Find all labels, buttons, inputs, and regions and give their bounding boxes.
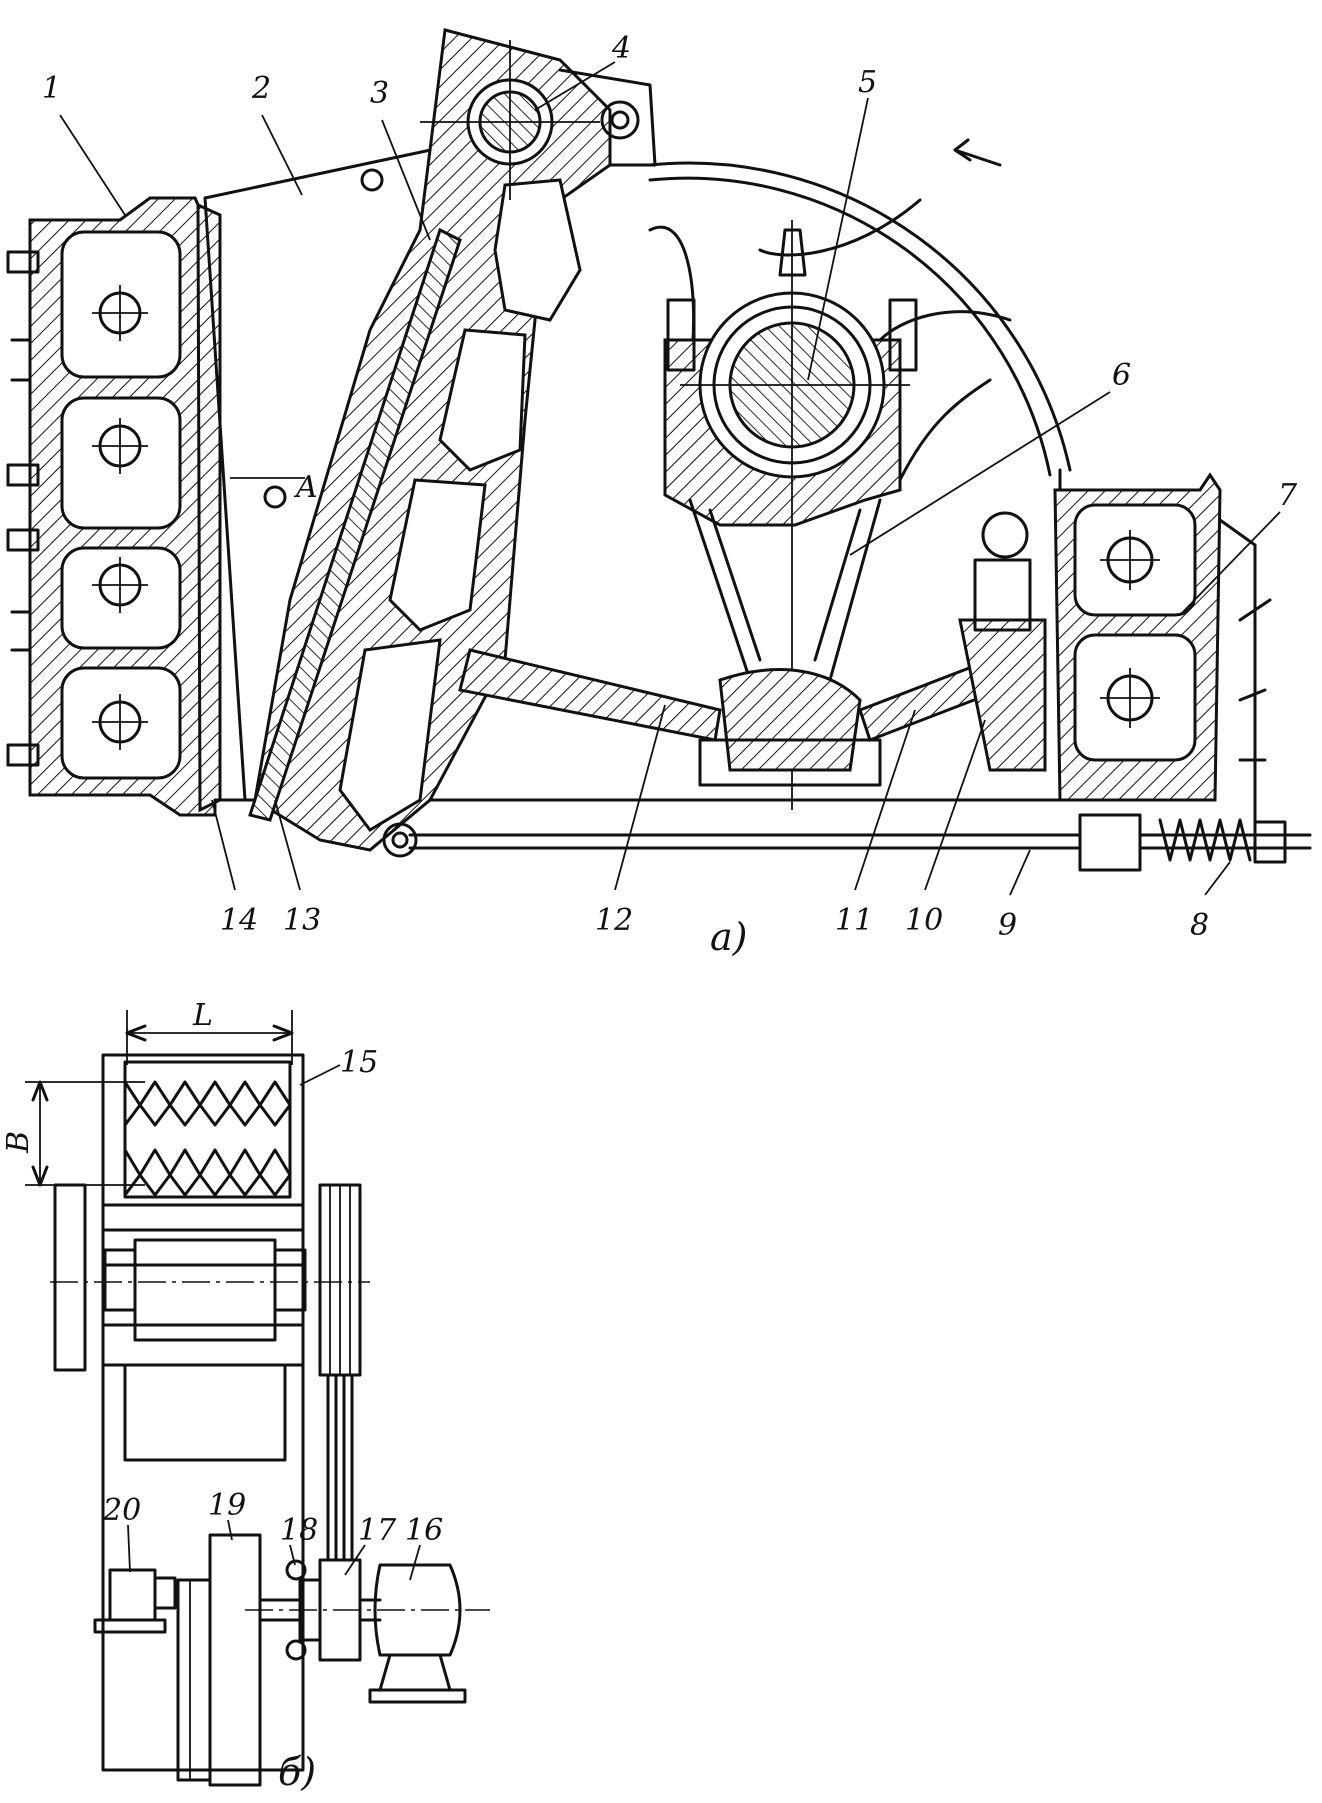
callout-10: 10 <box>905 903 943 938</box>
callout-5: 5 <box>858 65 877 100</box>
movable-jaw <box>248 28 657 858</box>
rear-frame <box>973 472 1272 832</box>
callout-9: 9 <box>998 908 1017 943</box>
tension-rod-and-spring <box>408 813 1312 872</box>
callout-11: 11 <box>835 903 873 938</box>
callout-19: 19 <box>208 1488 246 1523</box>
section-mark-a: A <box>293 470 318 505</box>
callout-6: 6 <box>1112 358 1131 393</box>
callout-7: 7 <box>1278 478 1298 513</box>
callout-14: 14 <box>220 903 258 938</box>
flywheel-plan <box>53 1183 87 1372</box>
callout-12: 12 <box>595 903 633 938</box>
callout-17: 17 <box>358 1513 397 1548</box>
callout-4: 4 <box>611 31 631 66</box>
callout-13: 13 <box>283 903 321 938</box>
reduction-gearbox <box>208 1533 262 1787</box>
figure-a-crusher-section: A 1 2 3 4 5 6 7 8 9 10 11 12 <box>6 28 1312 959</box>
callout-18: 18 <box>280 1513 318 1548</box>
callout-1: 1 <box>42 71 61 106</box>
dimension-width: B <box>1 1131 36 1154</box>
callout-leaders <box>59 61 1281 896</box>
auxiliary-motor <box>108 1568 157 1622</box>
toggle-plates <box>458 618 1047 787</box>
figure-b-caption: б) <box>278 1750 316 1794</box>
v-belts <box>326 1373 354 1562</box>
callout-2: 2 <box>251 71 271 106</box>
callout-15: 15 <box>340 1045 378 1080</box>
fixed-jaw-plate <box>196 202 222 813</box>
fixed-frame-wall <box>6 196 217 817</box>
figure-a-caption: а) <box>710 915 747 959</box>
callout-8: 8 <box>1190 908 1209 943</box>
connecting-rod <box>663 220 918 810</box>
crusher-plan-body <box>101 1053 305 1772</box>
electric-motor <box>373 1563 462 1657</box>
flywheel <box>648 138 1072 482</box>
callout-16: 16 <box>405 1513 443 1548</box>
callout-3: 3 <box>370 76 389 111</box>
figure-b-drive-scheme: L B <box>1 998 490 1794</box>
dimension-length: L <box>192 998 213 1033</box>
callout-20: 20 <box>102 1493 141 1528</box>
